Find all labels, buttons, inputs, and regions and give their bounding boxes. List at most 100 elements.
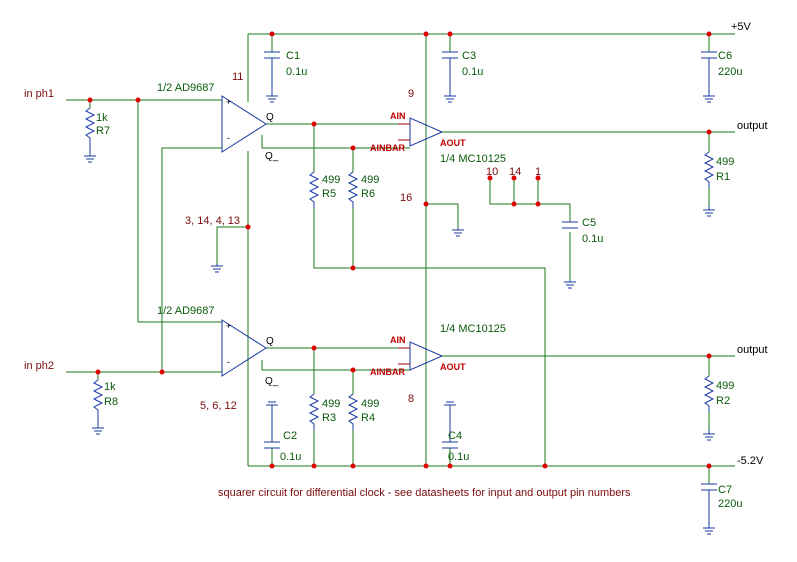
gnd-group-wire [216, 226, 248, 264]
c4-value: 0.1u [448, 451, 469, 463]
junction-dot [447, 463, 453, 469]
output2-label: output [737, 344, 768, 356]
r4-resistor [347, 393, 359, 430]
r3-name: R3 [322, 412, 336, 424]
c1-ground-icon [266, 92, 278, 103]
junction-dot [87, 97, 93, 103]
r5-resistor [308, 171, 320, 208]
junction-dot [535, 175, 541, 181]
pin16-ground-icon [452, 228, 464, 237]
pin16-wire [426, 203, 459, 228]
c2-ground-icon [266, 401, 278, 408]
c7-name: C7 [718, 484, 732, 496]
c5-ground-icon [564, 280, 576, 289]
r4-value: 499 [361, 398, 379, 410]
r1-name: R1 [716, 171, 730, 183]
junction-dot [706, 463, 712, 469]
junction-dot [350, 145, 356, 151]
wires [66, 33, 735, 484]
r5-value: 499 [322, 174, 340, 186]
junction-dot [311, 345, 317, 351]
vbb-wire [489, 178, 571, 222]
bot-qbar-wire [261, 360, 410, 371]
top-minus-sign: - [227, 133, 230, 143]
c3-ground-icon [444, 92, 456, 103]
r4-name: R4 [361, 412, 375, 424]
c5-capacitor [562, 221, 578, 229]
junction-dot [423, 201, 429, 207]
r7-resistor [84, 107, 96, 152]
bot-q-label: Q [266, 336, 274, 347]
top-ain-label: AIN [390, 111, 406, 121]
c3-name: C3 [462, 50, 476, 62]
top-comparator-name: 1/2 AD9687 [157, 82, 215, 94]
junction-dot [350, 367, 356, 373]
junction-dot [350, 463, 356, 469]
c1-value: 0.1u [286, 66, 307, 78]
r6-value: 499 [361, 174, 379, 186]
r6-name: R6 [361, 188, 375, 200]
junction-dot [535, 201, 541, 207]
pins-3-14-4-13-label: 3, 14, 4, 13 [185, 215, 240, 227]
junction-dot [159, 369, 165, 375]
vplus-label: +5V [731, 21, 752, 33]
junction-dot [487, 175, 493, 181]
junction-dot [447, 31, 453, 37]
top-comparator [221, 95, 267, 153]
bot-ainbar-label: AINBAR [370, 367, 405, 377]
pins-5-6-12-label: 5, 6, 12 [200, 400, 237, 412]
bottom-receiver [409, 341, 444, 371]
bot-minus-sign: - [227, 357, 230, 367]
c1-name: C1 [286, 50, 300, 62]
r7-value: 1k [96, 112, 108, 124]
junction-dot [423, 31, 429, 37]
vminus-label: -5.2V [737, 455, 764, 467]
r8-name: R8 [104, 396, 118, 408]
r1-resistor [703, 151, 715, 188]
c5-name: C5 [582, 217, 596, 229]
bot-plus-sign: + [226, 321, 231, 331]
in-ph2-label: in ph2 [24, 360, 54, 372]
bottom-receiver-name: 1/4 MC10125 [440, 323, 506, 335]
top-receiver-name: 1/4 MC10125 [440, 153, 506, 165]
r5-bot-wire [313, 208, 546, 466]
top-ainbar-label: AINBAR [370, 143, 405, 153]
c6-ground-icon [703, 92, 715, 103]
caption: squarer circuit for differential clock -… [218, 487, 631, 499]
c3-capacitor [442, 51, 458, 92]
r2-name: R2 [716, 395, 730, 407]
r7-ground-icon [84, 152, 96, 163]
junction-dot [350, 265, 356, 271]
bottom-comparator-name: 1/2 AD9687 [157, 305, 215, 317]
junction-dot [95, 369, 101, 375]
c2-name: C2 [283, 430, 297, 442]
c6-capacitor [701, 51, 717, 92]
pin-11-label: 11 [232, 71, 243, 83]
junction-dot [706, 31, 712, 37]
pin-9-label: 9 [408, 88, 414, 100]
r8-ground-icon [92, 424, 104, 435]
junction-dot [706, 353, 712, 359]
r3-value: 499 [322, 398, 340, 410]
junction-dot [245, 224, 251, 230]
r2-value: 499 [716, 380, 734, 392]
junction-dot [511, 175, 517, 181]
c7-ground-icon [703, 524, 715, 535]
c4-capacitor [442, 408, 458, 449]
c5-value: 0.1u [582, 233, 603, 245]
bottom-comparator [221, 319, 267, 377]
c7-capacitor [701, 483, 717, 524]
junction-dot [311, 121, 317, 127]
junctions [87, 31, 712, 469]
r8-value: 1k [104, 381, 116, 393]
c6-value: 220u [718, 66, 742, 78]
r3-resistor [308, 393, 320, 430]
r7-name: R7 [96, 125, 110, 137]
pin-1-label: 1 [535, 166, 541, 178]
bot-qbar-label: Q_ [265, 376, 279, 387]
c6-name: C6 [718, 50, 732, 62]
output1-label: output [737, 120, 768, 132]
r2-ground-icon [703, 430, 715, 441]
c3-value: 0.1u [462, 66, 483, 78]
